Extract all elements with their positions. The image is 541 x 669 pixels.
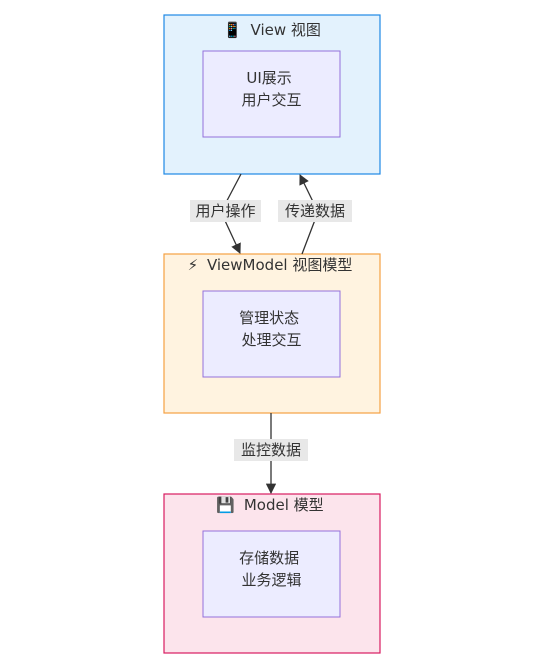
cluster-view-label: View 视图: [251, 21, 321, 39]
node-view-line-2: 用户交互: [241, 91, 301, 109]
phone-icon: 📱: [223, 21, 242, 39]
node-viewmodel[interactable]: 管理状态 处理交互: [202, 290, 341, 378]
edge-pass-data: 传递数据: [278, 174, 352, 255]
cluster-model-label: Model 模型: [244, 496, 324, 514]
cluster-view-title: 📱 View 视图: [223, 21, 321, 39]
node-view[interactable]: UI展示 用户交互: [202, 50, 341, 138]
edge-user-action-label: 用户操作: [195, 202, 255, 220]
node-view-text: UI展示 用户交互: [241, 69, 301, 109]
node-model[interactable]: 存储数据 业务逻辑: [202, 530, 341, 618]
lightning-icon: ⚡: [188, 256, 199, 274]
cluster-viewmodel-title: ⚡ ViewModel 视图模型: [188, 256, 353, 274]
cluster-model-title: 💾 Model 模型: [216, 496, 323, 514]
node-model-text: 存储数据 业务逻辑: [239, 549, 304, 589]
edge-observe-data: 监控数据: [234, 413, 308, 495]
cluster-viewmodel: ⚡ ViewModel 视图模型 管理状态 处理交互: [163, 253, 381, 414]
edge-user-action-label-bg: [190, 200, 261, 222]
node-view-line-1: UI展示: [246, 69, 291, 87]
cluster-viewmodel-label: ViewModel 视图模型: [207, 256, 352, 274]
edge-pass-data-label: 传递数据: [285, 202, 345, 220]
node-viewmodel-box[interactable]: [202, 290, 341, 378]
node-viewmodel-text: 管理状态 处理交互: [239, 309, 304, 349]
cluster-view: 📱 View 视图 UI展示 用户交互: [163, 14, 381, 175]
node-view-box[interactable]: [202, 50, 341, 138]
cluster-model: 💾 Model 模型 存储数据 业务逻辑: [163, 493, 381, 654]
node-model-line-2: 业务逻辑: [241, 571, 301, 589]
edge-observe-data-label-bg: [234, 439, 308, 461]
edge-pass-data-label-bg: [278, 200, 352, 222]
edge-user-action: 用户操作: [190, 173, 261, 254]
node-model-line-1: 存储数据: [239, 549, 299, 567]
node-viewmodel-line-1: 管理状态: [239, 309, 299, 327]
node-viewmodel-line-2: 处理交互: [241, 331, 301, 349]
node-model-box[interactable]: [202, 530, 341, 618]
floppy-disk-icon: 💾: [216, 496, 235, 514]
edge-observe-data-label: 监控数据: [241, 441, 301, 459]
